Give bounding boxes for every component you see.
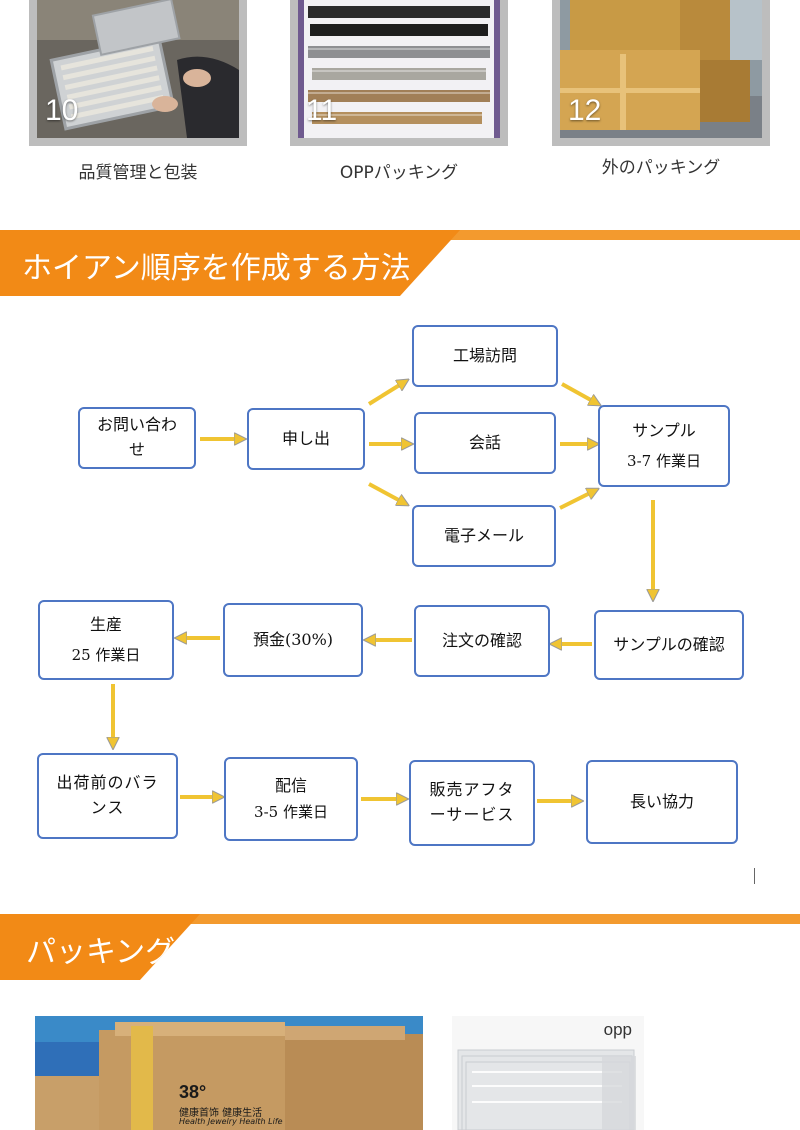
carton-text-en: Health Jewelry Health Life (179, 1117, 283, 1126)
carton-brand: 38° (179, 1082, 207, 1102)
divider-mark (754, 868, 755, 884)
banner-line (0, 914, 800, 924)
flow-step-long-term: 長い協力 (586, 760, 738, 844)
flow-step-duration: 3-7 作業日 (627, 451, 701, 470)
flow-step-label: 工場訪問 (452, 345, 517, 365)
flow-step-duration: 3-5 作業日 (254, 802, 328, 821)
flow-step-balance: 出荷前のバランス (37, 753, 178, 839)
flow-step-label: 注文の確認 (441, 630, 522, 650)
flow-step-label: 電子メール (443, 525, 524, 545)
opp-packing-image (298, 0, 500, 138)
flow-step-factory-visit: 工場訪問 (412, 325, 558, 387)
flow-step-label: 出荷前のバランス (56, 773, 159, 817)
caption-outer-packing: 外のパッキング (601, 158, 721, 178)
photo-outer-packing: 12 (552, 0, 770, 146)
photo-opp-packing: 11 (290, 0, 508, 146)
section-banner-order: ホイアン順序を作成する方法 (0, 230, 460, 296)
flow-step-label: 申し出 (281, 428, 330, 448)
flow-step-label: サンプル (632, 420, 696, 440)
step-number: 10 (45, 94, 79, 127)
flow-step-apply: 申し出 (247, 408, 365, 470)
carton-text-cn: 健康首饰 健康生活 (179, 1108, 263, 1119)
flow-step-label: お問い合わせ (96, 415, 177, 459)
section-title: ホイアン順序を作成する方法 (22, 251, 411, 286)
flow-step-duration: 25 作業日 (71, 645, 141, 664)
opp-label: opp (603, 1020, 632, 1039)
flow-step-sample: サンプル 3-7 作業日 (598, 405, 730, 487)
photo-quality-control: 10 (29, 0, 247, 146)
flow-step-label: 生産 (89, 614, 122, 634)
flow-step-email: 電子メール (412, 505, 556, 567)
flow-step-label: 長い協力 (629, 791, 694, 811)
flow-step-delivery: 配信 3-5 作業日 (224, 757, 358, 841)
step-number: 12 (568, 94, 602, 127)
flow-step-sample-confirm: サンプルの確認 (594, 610, 744, 680)
flow-step-label: 会話 (468, 432, 501, 452)
flow-step-production: 生産 25 作業日 (38, 600, 174, 680)
flow-step-label: 預金(30%) (252, 629, 334, 649)
quality-control-image (37, 0, 239, 138)
section-banner-packing: パッキング (0, 914, 200, 980)
section-title: パッキング (26, 935, 176, 970)
flow-step-inquiry: お問い合わせ (78, 407, 196, 469)
flow-step-deposit: 預金(30%) (223, 603, 363, 677)
caption-quality-control: 品質管理と包装 (78, 163, 198, 183)
flow-step-after-sales: 販売アフターサービス (409, 760, 535, 846)
flow-step-label: 販売アフターサービス (429, 780, 515, 824)
step-number: 11 (306, 94, 338, 127)
outer-packing-image (560, 0, 762, 138)
flow-step-order-confirm: 注文の確認 (414, 605, 550, 677)
caption-opp-packing: OPPパッキング (339, 163, 459, 183)
flow-step-label: 配信 (274, 775, 307, 795)
photo-opp-bags: opp (452, 1016, 644, 1130)
photo-cartons: 38° 健康首饰 健康生活 Health Jewelry Health Life (35, 1016, 423, 1130)
flow-step-label: サンプルの確認 (613, 634, 725, 654)
flow-step-meeting: 会話 (414, 412, 556, 474)
